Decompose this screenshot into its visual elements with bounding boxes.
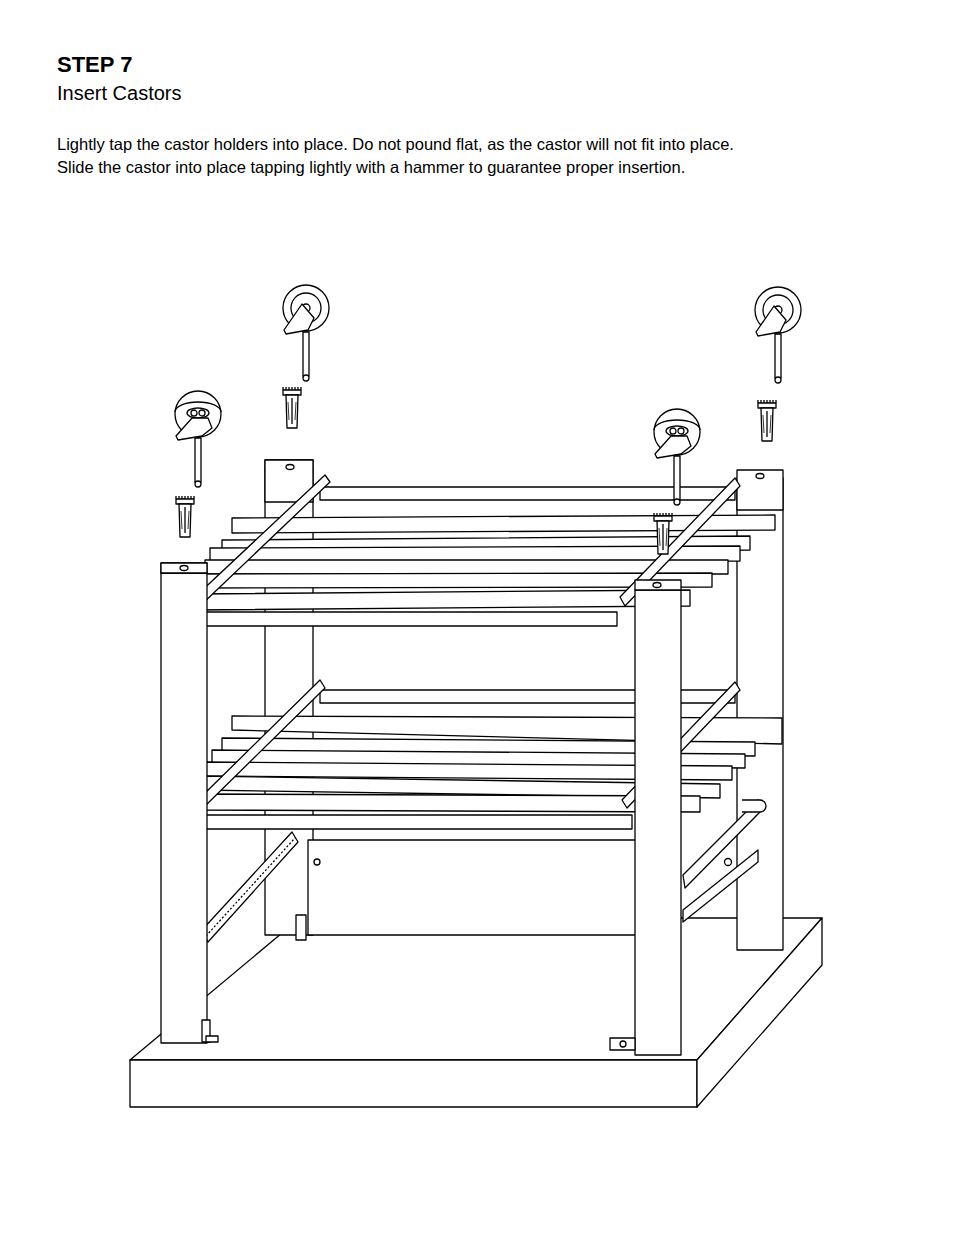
top-front-edge bbox=[130, 1060, 697, 1107]
castor bbox=[654, 409, 700, 505]
drawer-back-panel bbox=[308, 840, 642, 935]
instruction-text: Lightly tap the castor holders into plac… bbox=[57, 134, 734, 154]
front-leg bbox=[610, 580, 681, 1055]
upper-shelf bbox=[195, 475, 775, 626]
castor-holder bbox=[654, 513, 672, 554]
castor bbox=[283, 285, 329, 381]
shelf-rail bbox=[198, 680, 325, 808]
castor-holder bbox=[176, 496, 194, 537]
step-title: STEP 7 bbox=[57, 52, 132, 78]
instruction-text: Slide the castor into place tapping ligh… bbox=[57, 157, 685, 177]
table-top bbox=[130, 918, 822, 1107]
castor-holder bbox=[758, 400, 776, 441]
step-subtitle: Insert Castors bbox=[57, 81, 181, 105]
front-leg bbox=[161, 563, 218, 1043]
castor-holder bbox=[283, 387, 301, 428]
drawer-slide bbox=[202, 832, 306, 942]
castor bbox=[755, 287, 801, 383]
lower-shelf bbox=[195, 680, 782, 829]
castor bbox=[175, 391, 221, 487]
side-rail bbox=[683, 800, 766, 922]
shelf-rail bbox=[195, 475, 330, 606]
